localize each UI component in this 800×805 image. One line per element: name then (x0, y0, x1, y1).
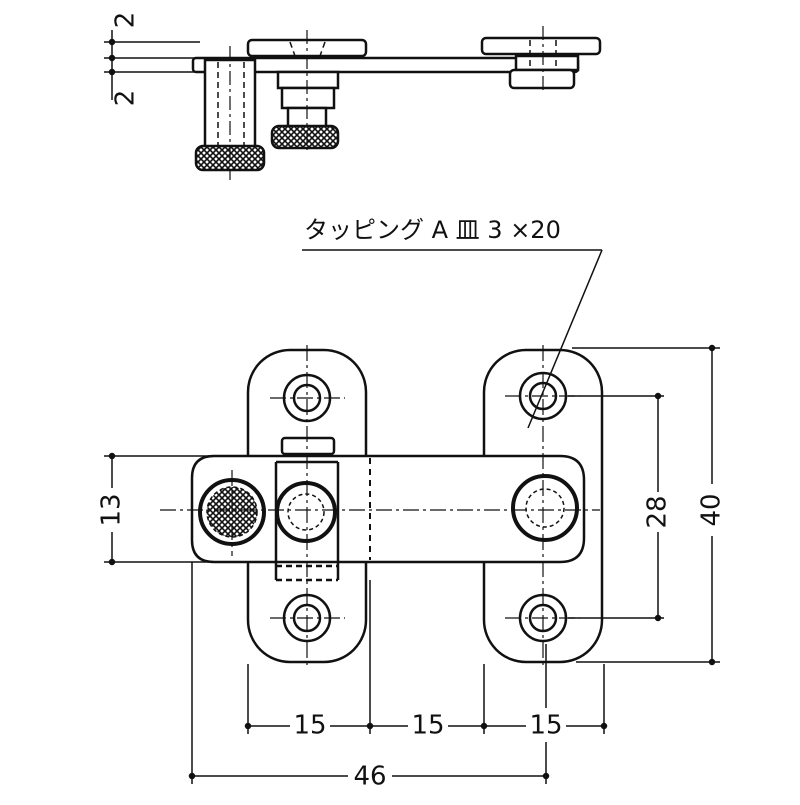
dim-28-mask (640, 492, 676, 532)
dim-40-mask (694, 484, 730, 536)
dim-overall-mask (348, 758, 392, 794)
side-view (191, 36, 602, 172)
dim-latch-height: 13 (97, 493, 127, 526)
dim-plate-height: 40 (697, 493, 727, 526)
side-stud-upper (276, 70, 340, 90)
front-stud-inner (287, 493, 325, 531)
dim-side-top-thickness: 2 (111, 12, 141, 29)
bar-guide (274, 460, 340, 582)
side-receiver-lower (508, 68, 576, 90)
side-view-dimension-lines (104, 30, 200, 100)
side-stud-mid (280, 86, 336, 110)
dim-span-left-mask (290, 708, 330, 742)
front-receiver-inner (525, 488, 565, 528)
front-stud (275, 481, 337, 543)
bar-guide-tab (280, 436, 336, 456)
dim-span-left: 15 (293, 711, 326, 741)
dim-span-middle-mask (408, 708, 448, 742)
screw-spec-label: タッピング A 皿 3 ×20 (304, 216, 561, 244)
dim-span-right-mask (526, 708, 566, 742)
side-view-centerlines (229, 26, 544, 180)
dim-span-middle: 15 (411, 711, 444, 741)
side-right-plate (480, 36, 602, 56)
front-receiver (511, 474, 579, 542)
dim-13-mask (94, 488, 130, 532)
screw-callout (302, 249, 603, 429)
side-view-hidden-lines (217, 40, 557, 145)
dim-span-right: 15 (529, 711, 562, 741)
dim-overall-width: 46 (353, 762, 386, 792)
front-centerlines (160, 345, 600, 665)
side-receiver-upper (514, 54, 580, 72)
dim-hole-pitch: 28 (643, 495, 673, 528)
dim-side-lower-thickness: 2 (111, 90, 141, 107)
side-stud-knurl (270, 124, 340, 150)
